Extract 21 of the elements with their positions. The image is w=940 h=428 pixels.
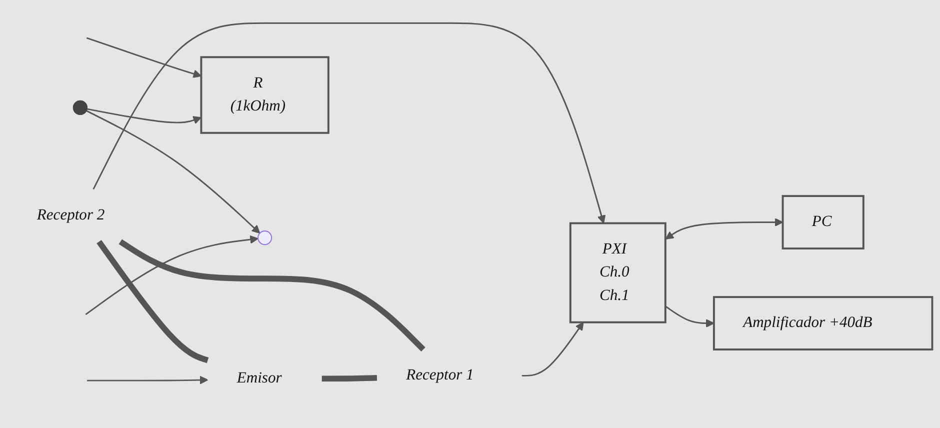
sensor-label: Receptor 1 bbox=[406, 366, 474, 384]
sensor-label: Emisor bbox=[236, 370, 282, 386]
arrow bbox=[85, 235, 258, 316]
block-box: PXI Ch.0 Ch.1 bbox=[569, 222, 666, 324]
block-box: PC bbox=[782, 195, 864, 250]
junction-dot bbox=[72, 100, 88, 115]
arrow bbox=[87, 376, 208, 384]
triangle-side bbox=[96, 240, 209, 364]
arrow bbox=[92, 22, 606, 224]
triangle-side bbox=[322, 374, 378, 382]
arrow bbox=[522, 322, 584, 376]
arrow bbox=[664, 306, 714, 328]
arrow bbox=[86, 37, 202, 78]
triangle-side bbox=[118, 239, 426, 352]
meeting-point bbox=[258, 230, 272, 246]
arrow bbox=[86, 110, 260, 234]
block-box: Amplificador +40dB bbox=[712, 296, 934, 350]
arrow bbox=[665, 218, 784, 240]
sensor-label: Receptor 2 bbox=[36, 206, 105, 224]
arrow bbox=[86, 108, 202, 124]
block-box: R (1kOhm) bbox=[200, 56, 330, 134]
